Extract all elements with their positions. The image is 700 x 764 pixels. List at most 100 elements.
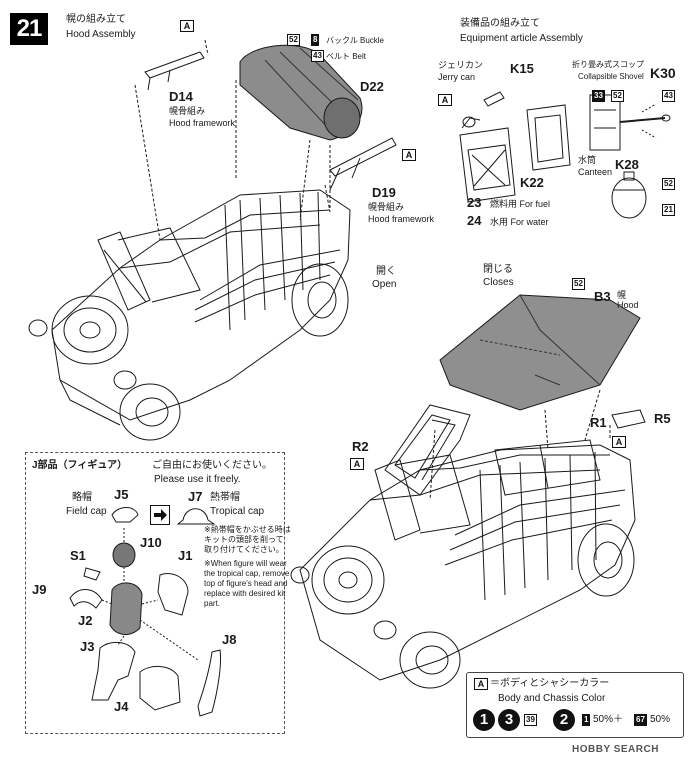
- part-d19: D19: [372, 185, 396, 200]
- part-k22: K22: [520, 175, 544, 190]
- part-k30: K30: [650, 65, 676, 81]
- r5-part-drawing: [611, 409, 646, 429]
- part-j9: J9: [32, 582, 47, 597]
- mix-67-percent: 50%: [650, 714, 671, 725]
- part-k15: K15: [510, 61, 534, 76]
- water-label: 水用 For water: [490, 217, 549, 227]
- ref-43-shovel: 43: [662, 90, 675, 102]
- figure-free-jp: ご自由にお使いください。: [152, 460, 272, 471]
- ref-52-hood: 52: [287, 34, 300, 46]
- paint-3-badge: 3: [498, 709, 520, 731]
- equipment-title-jp: 装備品の組み立て: [460, 18, 540, 29]
- water-can-bracket-drawing: [526, 104, 571, 171]
- part-j8: J8: [222, 632, 237, 647]
- mix-67-badge: 67: [634, 714, 647, 726]
- open-en: Open: [372, 279, 397, 290]
- canteen-en: Canteen: [578, 167, 613, 177]
- buckle-label: バックル Buckle: [326, 36, 384, 45]
- shovel-drawing: [589, 94, 671, 151]
- note-en-1: ※When figure will wear: [204, 559, 287, 568]
- watermark-text: HOBBY SEARCH: [572, 744, 659, 755]
- part-j4: J4: [114, 699, 129, 714]
- part-r5: R5: [654, 411, 671, 426]
- part-j10: J10: [140, 535, 162, 550]
- note-jp-3: 取り付けてください。: [204, 545, 284, 554]
- closes-jp: 閉じる: [483, 264, 513, 275]
- jeep-open-drawing: [28, 189, 351, 441]
- d14-bracket-drawing: [134, 39, 209, 241]
- jeep-closed-drawing: [290, 439, 636, 689]
- d14-jp: 幌骨組み: [169, 106, 206, 116]
- ref-52-shovel: 52: [611, 90, 624, 102]
- part-d22: D22: [360, 79, 384, 94]
- water-number: 24: [467, 213, 482, 228]
- ref-a-d14: A: [180, 20, 194, 32]
- paint-1-badge: 1: [473, 709, 495, 731]
- part-j7: J7: [188, 489, 203, 504]
- field-cap-en: Field cap: [66, 506, 107, 517]
- fuel-label: 燃料用 For fuel: [490, 199, 551, 209]
- jerry-can-en: Jerry can: [438, 72, 476, 82]
- b3-jp: 幌: [617, 290, 627, 300]
- note-jp-1: ※熱帯帽をかぶせる時は: [204, 525, 291, 534]
- part-b3: B3: [594, 289, 611, 304]
- color-legend-panel: [466, 672, 684, 738]
- figure-parts-drawing: [69, 507, 221, 717]
- belt-label: ベルト Belt: [326, 52, 367, 61]
- paint-39-badge: 39: [524, 714, 537, 726]
- color-ref-a: A: [474, 678, 488, 690]
- part-s1: S1: [70, 548, 86, 563]
- open-jp: 開く: [376, 266, 396, 277]
- step-number: 21: [10, 13, 48, 45]
- ref-a-r1: A: [612, 436, 626, 448]
- d19-jp: 幌骨組み: [368, 202, 405, 212]
- closed-hood-drawing: [439, 294, 641, 411]
- tropical-cap-en: Tropical cap: [210, 506, 265, 517]
- swap-arrows-icon: [150, 505, 170, 525]
- part-d14: D14: [169, 89, 193, 104]
- ref-21-canteen: 21: [662, 204, 675, 216]
- part-j3: J3: [80, 639, 95, 654]
- jerry-can-jp: ジェリカン: [438, 60, 484, 70]
- d19-en: Hood framework: [368, 214, 435, 224]
- color-label-jp: ＝ボディとシャシーカラー: [490, 678, 610, 689]
- note-en-3: top of figure's head and: [204, 579, 288, 588]
- ref-33-shovel: 33: [592, 90, 605, 102]
- ref-52-b3: 52: [572, 278, 585, 290]
- note-en-4: replace with desired kit: [204, 589, 286, 598]
- ref-a-r2: A: [350, 458, 364, 470]
- b3-en: Hood: [617, 300, 639, 310]
- ref-52-canteen: 52: [662, 178, 675, 190]
- mix-1-percent: 50%＋: [593, 714, 624, 725]
- part-j1: J1: [178, 548, 193, 563]
- note-en-5: part.: [204, 599, 221, 608]
- step-title-jp: 幌の組み立て: [66, 14, 126, 25]
- part-r2: R2: [352, 439, 369, 454]
- figure-title-jp: J部品（フィギュア）: [32, 460, 128, 471]
- canteen-drawing: [611, 171, 647, 219]
- ref-a-jerry: A: [438, 94, 452, 106]
- shovel-jp: 折り畳み式スコップ: [572, 60, 644, 69]
- field-cap-jp: 略帽: [72, 492, 92, 503]
- d14-en: Hood framework: [169, 118, 236, 128]
- figure-parts-panel: [25, 452, 285, 734]
- closes-en: Closes: [483, 277, 514, 288]
- d19-bracket-drawing: [324, 137, 397, 213]
- ref-a-d19: A: [402, 149, 416, 161]
- ref-8-buckle: 8: [311, 34, 320, 46]
- ref-43-belt: 43: [311, 50, 324, 62]
- mix-1-badge: 1: [582, 714, 591, 726]
- part-j5: J5: [114, 487, 129, 502]
- note-jp-2: キットの頭部を削って: [204, 535, 284, 544]
- part-k28: K28: [615, 157, 639, 172]
- jerry-can-drawing: [459, 91, 516, 203]
- note-en-2: the tropical cap, remove: [204, 569, 290, 578]
- step-title-en: Hood Assembly: [66, 29, 136, 40]
- paint-2-badge: 2: [553, 709, 575, 731]
- figure-free-en: Please use it freely.: [154, 474, 241, 485]
- equipment-title-en: Equipment article Assembly: [460, 33, 583, 44]
- shovel-en: Collapsible Shovel: [578, 72, 644, 81]
- hood-bundle-drawing: [239, 44, 363, 141]
- fuel-number: 23: [467, 195, 482, 210]
